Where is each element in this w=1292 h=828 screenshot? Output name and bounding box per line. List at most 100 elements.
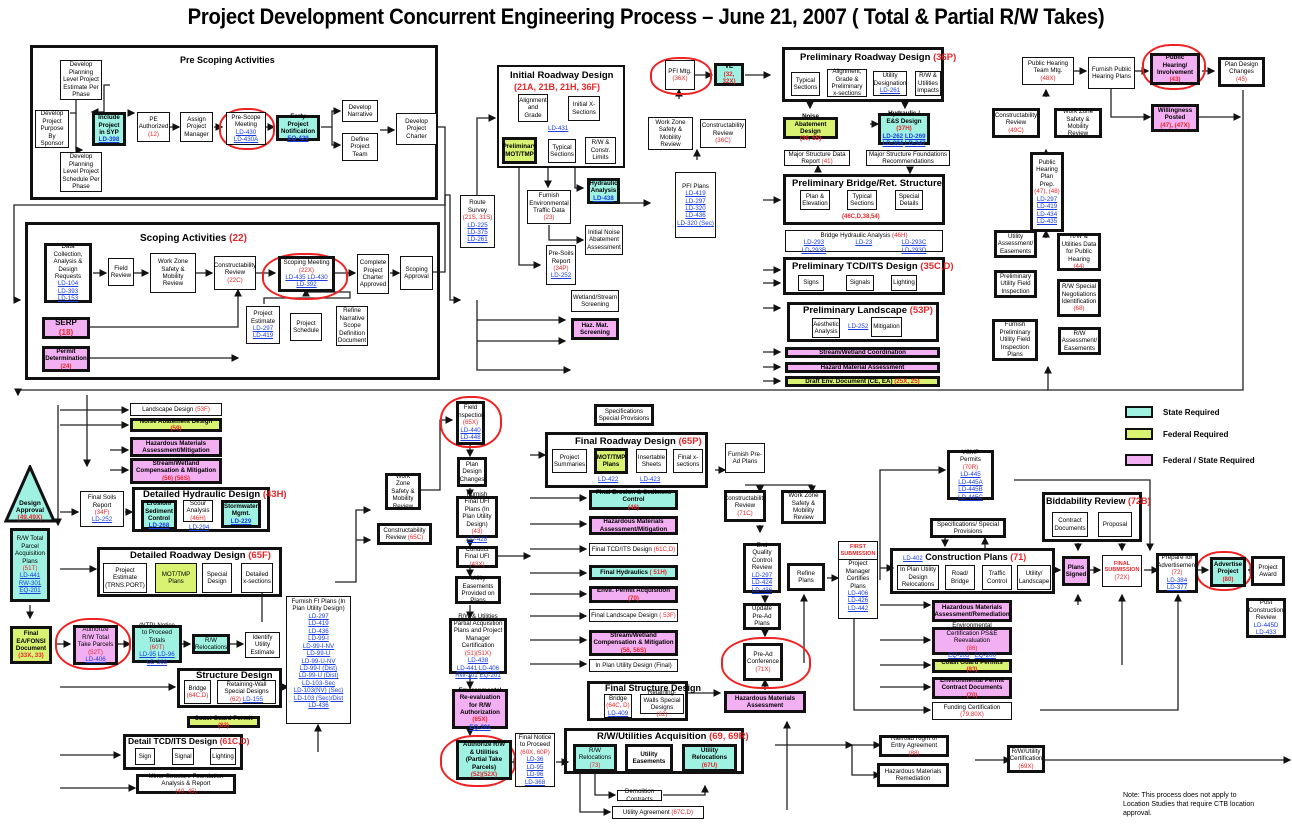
node-rw-relocations[interactable]: R/W Relocations — [192, 634, 230, 654]
node-assign-pm[interactable]: Assign Project Manager — [180, 112, 213, 142]
node-noise-design[interactable]: Noise Abatement Design(39, 55) — [783, 113, 838, 142]
link[interactable]: EQ-201 — [479, 672, 501, 680]
link[interactable]: LD-268 — [148, 522, 170, 530]
link[interactable]: LD-99-U (Dist) — [298, 672, 339, 680]
link[interactable]: LD-261 — [467, 236, 488, 244]
node-lighting[interactable]: Lighting — [891, 275, 917, 291]
link[interactable]: LD-293 — [803, 239, 825, 247]
link[interactable]: LD-297 — [1036, 195, 1058, 203]
node-rw-constr-limits[interactable]: R/W & Constr. Limits — [585, 137, 616, 164]
node-utility-agreement[interactable]: Utility Agreement (67C,D) — [612, 806, 704, 819]
node-final-ea[interactable]: Final EA/FONSI Document(33X, 33) — [10, 626, 52, 664]
node-design-approval[interactable] — [4, 465, 56, 523]
link[interactable]: LD-428 — [466, 535, 488, 543]
node-coast-guard-permits[interactable]: Coast Guard Permits (83) — [932, 659, 1012, 673]
node-pa-constructability[interactable]: Constructability Review(71C) — [724, 490, 766, 522]
link[interactable]: LD-262 — [882, 132, 904, 140]
node-pa-wz[interactable]: Work Zone Safety & Mobility Review — [781, 490, 826, 524]
link[interactable]: LD-422 — [598, 476, 619, 483]
node-pre-soils[interactable]: Pre-Soils Report(34P)LD-252 — [546, 245, 576, 285]
link[interactable]: LD-392 — [296, 281, 317, 289]
node-env-cert[interactable]: Environmental Certification PS&E Reevalu… — [932, 622, 1012, 659]
node-haz-mat-assessment[interactable]: Hazardous Materials Assessment — [724, 691, 806, 713]
node-frd-mot[interactable]: MOT/TMP Plans — [594, 448, 628, 474]
node-utility-relocations[interactable]: Utility Relocations(67U) — [682, 744, 737, 772]
node-spec-provisions-2[interactable]: Specifications/ Special Provisions — [930, 518, 1006, 538]
link[interactable]: LD-261 — [879, 87, 901, 95]
link[interactable]: LD-438 — [593, 194, 614, 202]
node-fsd-retaining[interactable]: Retaining-Walls Special Designs(62) — [640, 689, 684, 718]
link[interactable]: LD-99-I-NV — [302, 642, 335, 650]
link[interactable]: LD-442 — [847, 604, 869, 612]
node-cp-landscape[interactable]: Utility/ Landscape — [1017, 565, 1051, 590]
node-dev-estimate[interactable]: Develop Planning Level Project Estimate … — [60, 60, 102, 100]
node-frd-insertable[interactable]: Insertable Sheets — [636, 449, 667, 473]
link[interactable]: EQ-103 — [948, 652, 970, 660]
link[interactable]: LD-375 — [467, 228, 488, 236]
node-stormwater[interactable]: Stormwater Mgmt.LD-229 — [221, 500, 261, 528]
link[interactable]: LD-368 — [146, 658, 168, 666]
link[interactable]: LD-426 — [847, 597, 869, 605]
link[interactable]: LD-320 — [685, 205, 706, 212]
node-pread-conference[interactable]: Pre-Ad Conference(71X) — [743, 643, 783, 681]
link[interactable]: LD-293B — [801, 246, 827, 254]
link[interactable]: LD-368 — [524, 778, 546, 786]
node-furnish-prelim-ufi[interactable]: Furnish Preliminary Utility Field Inspec… — [992, 319, 1038, 361]
link[interactable]: LD-424 — [751, 579, 773, 587]
node-special-details[interactable]: Special Details — [895, 190, 923, 210]
node-refine-plans[interactable]: Refine Plans — [787, 563, 825, 591]
node-haz-mat-assess-mit[interactable]: Hazardous Materials Assessment/Mitigatio… — [130, 437, 222, 457]
node-rw-util-data[interactable]: R/W & Utilities Data for Public Hearing(… — [1057, 233, 1101, 271]
node-ph-team-meeting[interactable]: Public Hearing Team Mtg.(48X) — [1022, 57, 1074, 85]
node-scoping-approval[interactable]: Scoping Approval — [400, 256, 433, 290]
link[interactable]: LD-103-Sec — [301, 679, 336, 687]
node-identify-utility[interactable]: Identify Utility Estimate — [245, 632, 280, 658]
node-final-hydraulics[interactable]: Final Hydraulics ( 51H) — [589, 565, 678, 580]
link[interactable]: LD-430A — [233, 135, 259, 143]
link[interactable]: LD-36 — [526, 756, 544, 764]
link[interactable]: LD-445B — [958, 486, 983, 494]
node-furnish-final-ufi[interactable]: Furnish Final UFI Plans (In Plan Utility… — [456, 491, 498, 543]
link[interactable]: LD-304 — [882, 140, 904, 148]
node-alignment-grade[interactable]: Alignment and Grade — [518, 94, 548, 122]
link[interactable]: LD-269 — [904, 132, 926, 140]
node-authorize-partial[interactable]: Authorize R/W & Utilities (Partial Take … — [456, 740, 512, 780]
link[interactable]: LD-406 — [85, 656, 106, 664]
node-pe-auth[interactable]: PE Authorized(12) — [137, 112, 170, 142]
node-drd-mot[interactable]: MOT/TMP Plans — [155, 563, 197, 593]
node-plan-design-changes-2[interactable]: Plan Design Changes — [457, 457, 487, 487]
node-sd-bridge[interactable]: Bridge(64C,D) — [184, 680, 211, 704]
node-wz-safety[interactable]: Work Zone Safety & Mobility Review — [150, 253, 196, 293]
link[interactable]: RW-301 — [455, 672, 478, 680]
link[interactable]: LD-103 (Sec)/Dist — [293, 694, 344, 702]
node-cp-traffic[interactable]: Traffic Control — [982, 565, 1012, 590]
node-prelim-mot[interactable]: Preliminary MOT/TMP — [502, 137, 537, 164]
node-sd-retaining[interactable]: Retaining-Wall Special Designs(62) LD-15… — [217, 680, 276, 704]
node-rw-utility-cert[interactable]: R/W/Utility Certification(69X) — [1007, 745, 1045, 773]
link[interactable]: EQ-429 — [287, 135, 309, 143]
link[interactable]: LD-398 — [98, 136, 120, 144]
node-rw-partial[interactable]: R/W & Utilities Partial Acquisition Plan… — [449, 613, 507, 679]
link[interactable]: LD-409 — [607, 709, 629, 717]
link[interactable]: LD-448 — [460, 434, 481, 442]
node-rwu-relocations[interactable]: R/W Relocations(73) — [573, 744, 617, 772]
node-dev-narrative[interactable]: Develop Narrative — [342, 100, 378, 122]
link[interactable]: LD-440 — [460, 426, 481, 434]
node-serp[interactable]: SERP(18) — [42, 317, 90, 339]
node-haz-mat-assess-mit-2[interactable]: Hazardous Materials Assessment/Mitigatio… — [589, 516, 678, 535]
link[interactable]: LD-99-U-NV — [301, 657, 336, 665]
link[interactable]: LD-95 — [139, 651, 157, 659]
link[interactable]: LD-445 — [960, 471, 981, 479]
node-rw-assessment[interactable]: R/W Assessment/ Easements — [1058, 327, 1101, 355]
node-authorize-total[interactable]: Authorize R/W Total Take Parcels(52T)LD-… — [73, 625, 118, 665]
node-fi-constructability[interactable]: Constructability Review (65C) — [377, 523, 432, 545]
link[interactable]: LD-377 — [1166, 584, 1188, 592]
node-final-landscape[interactable]: Final Landscape Design ( 53F) — [589, 609, 678, 622]
